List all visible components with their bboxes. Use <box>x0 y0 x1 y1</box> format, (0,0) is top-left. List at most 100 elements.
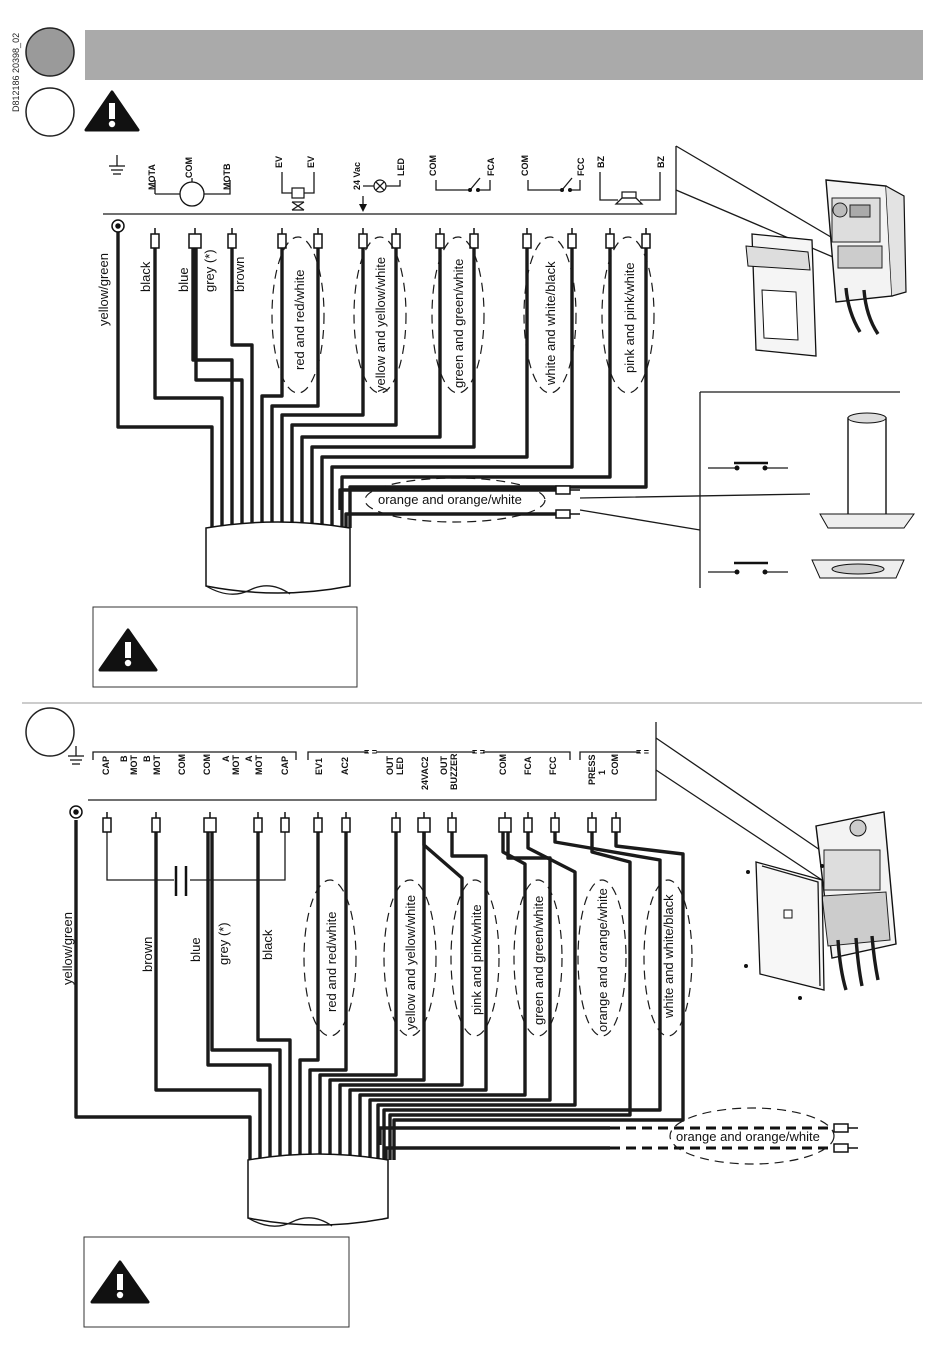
wire-bundle-2 <box>74 820 836 1160</box>
contact-open-icon <box>708 561 788 575</box>
terminal-mot-3: MOT <box>231 755 241 775</box>
terminal-mot-2: MOT <box>152 755 162 775</box>
terminal-cap-1: CAP <box>101 756 111 775</box>
pair-ellipse-orange-2 <box>577 879 627 1037</box>
terminal-b-1: B <box>119 755 129 762</box>
label-yellow-green-2: yellow/green <box>60 912 75 985</box>
pair-ellipse-green <box>431 236 485 394</box>
terminal-led: LED <box>396 157 406 176</box>
cable-sheath-1 <box>205 521 351 594</box>
label-pink-pair: pink and pink/white <box>622 262 637 373</box>
terminal-out-buzzer-1: OUT <box>439 756 449 776</box>
terminal-fca: FCA <box>486 157 496 176</box>
label-orange-pair: orange and orange/white <box>378 492 522 507</box>
limit-switch-fcc-icon <box>527 177 581 192</box>
limit-switch-fca-icon <box>435 177 491 192</box>
control-box-illustration-2 <box>744 811 897 1000</box>
wire-ferrules-1 <box>111 219 651 519</box>
cable-sheath-2 <box>247 1153 389 1226</box>
terminal-bz-1: BZ <box>596 156 606 168</box>
pair-ellipse-yellow-2 <box>383 879 437 1037</box>
terminal-a-1: A <box>221 755 231 762</box>
ground-icon <box>109 155 125 175</box>
terminal-fca: FCA <box>523 756 533 775</box>
label-brown: brown <box>232 257 247 292</box>
warning-triangle-icon <box>98 628 158 672</box>
label-yellow-pair-2: yellow and yellow/white <box>403 895 418 1030</box>
label-pink-pair-2: pink and pink/white <box>469 904 484 1015</box>
terminal-ac2: AC2 <box>340 757 350 775</box>
label-black: black <box>138 261 153 292</box>
terminal-com-3: COM <box>498 754 508 775</box>
bollard-illustration <box>579 391 915 588</box>
section-marker-empty-2 <box>25 707 75 757</box>
label-red-pair-2: red and red/white <box>324 912 339 1012</box>
solenoid-valve-icon <box>281 172 315 211</box>
label-yellow-green: yellow/green <box>96 253 111 326</box>
contact-closed-icon <box>708 461 788 471</box>
terminal-ev-2: EV <box>306 156 316 168</box>
header-bar <box>85 30 923 80</box>
lamp-icon <box>359 179 401 212</box>
control-board-outline-2 <box>88 722 657 801</box>
label-green-pair: green and green/white <box>451 259 466 388</box>
svg-text:= =: = = <box>636 747 649 757</box>
terminal-mot-1: MOT <box>129 755 139 775</box>
document-id: D812186 20398_02 <box>11 33 21 112</box>
terminal-24vac: 24 Vac <box>352 162 362 190</box>
label-brown-2: brown <box>140 937 155 972</box>
svg-text:= =: = = <box>364 747 377 757</box>
buzzer-icon <box>599 172 661 205</box>
label-yellow-pair: yellow and yellow/white <box>373 257 388 392</box>
control-board-outline <box>103 146 677 215</box>
label-black-2: black <box>260 929 275 960</box>
warning-triangle-icon <box>84 90 140 132</box>
terminal-24vac2: 24VAC2 <box>420 757 430 790</box>
label-orange-pair-out: orange and orange/white <box>676 1129 820 1144</box>
pair-ellipse-orange-out <box>669 1107 835 1165</box>
terminal-com-1: COM <box>177 754 187 775</box>
svg-text:= =: = = <box>472 747 485 757</box>
ground-icon <box>68 746 84 765</box>
terminal-com: COM <box>184 157 194 178</box>
terminal-press-2: 1 <box>597 770 607 775</box>
pair-ellipse-white <box>523 236 577 394</box>
terminal-com-2: COM <box>202 754 212 775</box>
terminal-fcc: FCC <box>576 157 586 176</box>
warning-triangle-icon <box>90 1260 150 1304</box>
terminal-out-buzzer-2: BUZZER <box>449 753 459 790</box>
terminal-ev1: EV1 <box>314 758 324 775</box>
pair-ellipse-yellow <box>353 236 407 394</box>
terminal-com-4: COM <box>610 754 620 775</box>
wire-ferrules-2 <box>69 805 858 1153</box>
terminal-mot-4: MOT <box>254 755 264 775</box>
section-marker-filled <box>25 27 75 77</box>
terminal-press-1: PRESS <box>587 754 597 785</box>
terminal-ev-1: EV <box>274 156 284 168</box>
terminal-a-2: A <box>244 755 254 762</box>
label-red-pair: red and red/white <box>292 270 307 370</box>
capacitor-icon <box>106 832 286 896</box>
pair-ellipse-pink <box>601 236 655 394</box>
pair-ellipse-red-2 <box>303 879 357 1037</box>
label-orange-pair-2: orange and orange/white <box>595 888 610 1032</box>
label-white-pair: white and white/black <box>543 261 558 386</box>
label-blue-2: blue <box>188 937 203 962</box>
pair-ellipse-red <box>271 236 325 394</box>
diagram-2: = = = = = = CAP B MOT MOT B COM COM A MO… <box>25 707 897 1328</box>
terminal-com-fcc: COM <box>520 155 530 176</box>
control-box-illustration-1 <box>745 179 907 357</box>
section-marker-empty <box>25 87 75 137</box>
pair-ellipse-orange <box>364 477 546 523</box>
label-grey: grey (*) <box>202 249 217 292</box>
pair-ellipse-pink-2 <box>450 879 500 1037</box>
terminal-cap-2: CAP <box>280 756 290 775</box>
label-grey-2: grey (*) <box>216 922 231 965</box>
pair-ellipse-green-2 <box>513 879 563 1037</box>
terminal-out-led-1: OUT <box>385 756 395 776</box>
terminal-mota: MOTA <box>147 164 157 190</box>
pair-ellipse-white-2 <box>643 879 693 1037</box>
label-blue: blue <box>176 267 191 292</box>
terminal-out-led-2: LED <box>395 756 405 775</box>
diagram-1: MOTA COM MOTB EV EV 24 Vac LED COM FCA C… <box>92 145 915 688</box>
